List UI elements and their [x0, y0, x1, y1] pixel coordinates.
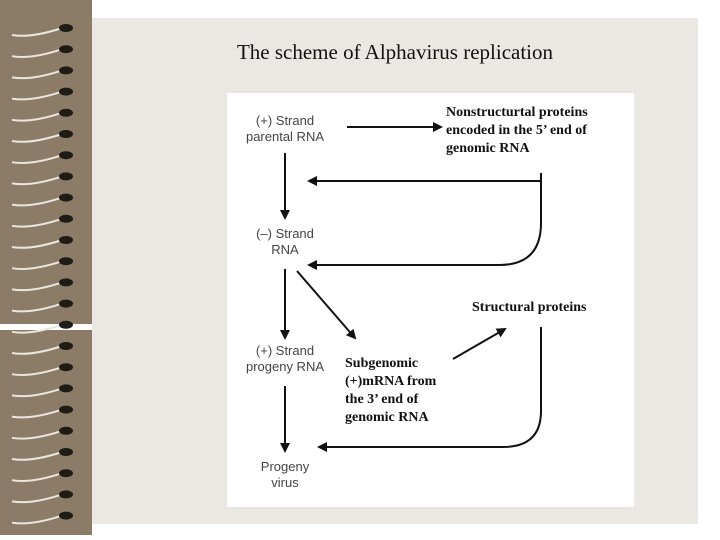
spiral-wire: [11, 366, 63, 376]
spiral-wire: [11, 281, 63, 292]
spiral-wire: [11, 111, 63, 122]
node-nonstructural-proteins: Nonstructurtal proteins encoded in the 5…: [446, 105, 588, 156]
arrow-structural-to-virus: [317, 327, 542, 452]
spiral-hole: [59, 236, 73, 244]
spiral-hole: [59, 469, 73, 478]
spiral-wire: [11, 175, 63, 186]
spiral-hole: [59, 490, 73, 499]
spiral-wire: [11, 493, 63, 504]
spiral-wire: [11, 323, 63, 334]
spiral-hole: [59, 511, 73, 520]
spiral-hole: [59, 448, 73, 456]
spiral-hole: [59, 87, 73, 96]
slide-title: The scheme of Alphavirus replication: [236, 40, 554, 64]
spiral-hole: [59, 257, 73, 266]
spiral-hole: [59, 299, 73, 308]
spiral-wire: [11, 451, 63, 461]
spiral-wire: [11, 260, 63, 270]
spiral-hole: [59, 342, 73, 350]
spiral-wire: [11, 239, 63, 249]
spiral-hole: [59, 363, 73, 372]
node-progeny-virus: Progeny virus: [260, 459, 310, 490]
diagram-arrows: [280, 122, 542, 453]
spiral-wire: [11, 133, 63, 143]
spiral-hole: [59, 108, 73, 117]
spiral-hole: [59, 130, 73, 138]
spiral-wire: [11, 408, 63, 419]
spiral-hole: [59, 384, 73, 393]
spiral-wire: [11, 196, 63, 207]
node-plus-progeny-rna: (+) Strand progeny RNA: [245, 343, 325, 374]
spiral-hole: [59, 66, 73, 75]
spiral-hole: [59, 151, 73, 160]
spiral-wire: [11, 217, 63, 228]
node-plus-parental-rna: (+) Strand parental RNA: [245, 113, 325, 144]
spiral-hole: [59, 193, 73, 202]
node-structural-proteins: Structural proteins: [472, 300, 587, 315]
spiral-wire: [11, 27, 63, 37]
arrow-minus-to-subgenomic: [296, 270, 357, 340]
spiral-wire: [11, 302, 63, 313]
spiral-hole: [59, 405, 73, 414]
spiral-hole: [59, 214, 73, 223]
spiral-hole: [59, 24, 73, 32]
spiral-wire: [11, 514, 63, 525]
replication-diagram: (+) Strand parental RNA (–) Strand RNA (…: [227, 93, 634, 507]
spiral-wire: [11, 154, 63, 164]
spiral-hole: [59, 426, 73, 435]
spiral-wire: [11, 48, 63, 58]
spiral-hole: [59, 172, 73, 181]
spiral-wire: [11, 90, 63, 101]
node-subgenomic-mrna: Subgenomic (+)mRNA from the 3’ end of ge…: [345, 356, 437, 425]
spiral-rings: [11, 24, 73, 525]
spiral-wire: [11, 387, 63, 398]
spiral-hole: [59, 45, 73, 54]
spiral-wire: [11, 345, 63, 355]
node-minus-strand-rna: (–) Strand RNA: [256, 226, 314, 257]
arrow-nonstructural-to-minus: [307, 173, 542, 270]
spiral-hole: [59, 320, 73, 329]
spiral-wire: [11, 429, 63, 440]
arrow-subgenomic-to-structural: [452, 328, 507, 360]
notebook-binding: [0, 0, 92, 540]
spiral-wire: [11, 69, 63, 80]
spiral-hole: [59, 278, 73, 287]
spiral-wire: [11, 472, 63, 482]
